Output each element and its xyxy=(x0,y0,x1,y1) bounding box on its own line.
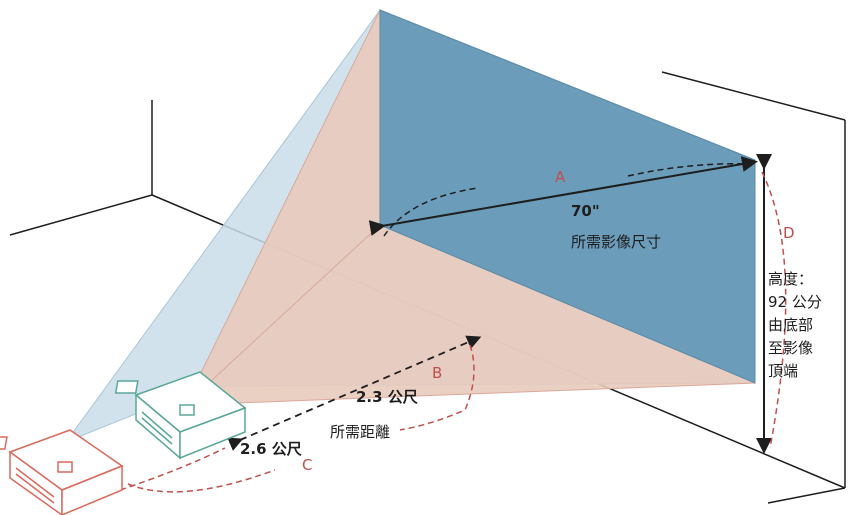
far-projector xyxy=(0,429,124,515)
label-b: B xyxy=(432,364,442,382)
height-arc xyxy=(761,171,787,449)
label-c: C xyxy=(302,456,312,474)
distance-arc-c xyxy=(119,447,226,491)
screen-wall-top-line xyxy=(661,71,846,121)
diagonal-arrow xyxy=(368,156,758,236)
height-label-line-3: 由底部 xyxy=(768,316,813,334)
height-label-line-4: 至影像 xyxy=(768,339,813,357)
diagonal-caption: 所需影像尺寸 xyxy=(571,233,661,251)
wall-corner-left-line xyxy=(9,194,153,236)
beam-edge-line xyxy=(184,224,381,406)
diagonal-arc-left xyxy=(383,187,479,237)
distance-caption: 所需距離 xyxy=(330,423,390,441)
diagonal-value: 70" xyxy=(571,202,600,220)
floor-right-line xyxy=(767,487,846,504)
height-label-line-5: 頂端 xyxy=(768,362,798,380)
distance-arc-far xyxy=(127,469,276,493)
height-label-line-1: 高度： xyxy=(768,270,813,288)
label-d: D xyxy=(783,224,795,242)
distance-far-label: 2.6 公尺 xyxy=(240,440,302,458)
distance-near-label: 2.3 公尺 xyxy=(356,388,418,406)
diagonal-arc-right xyxy=(627,163,753,177)
height-label-line-2: 92 公分 xyxy=(768,293,822,311)
label-a: A xyxy=(555,168,566,186)
near-projector xyxy=(114,371,247,460)
